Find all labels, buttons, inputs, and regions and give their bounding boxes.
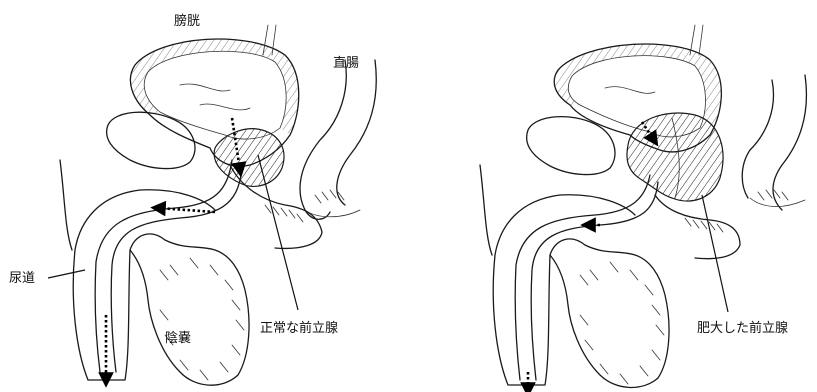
scrotum-label: 陰嚢 bbox=[165, 327, 191, 346]
scrotum bbox=[550, 239, 669, 388]
normal-prostate bbox=[214, 129, 284, 187]
enlarged-prostate-label: 肥大した前立腺 bbox=[697, 317, 788, 336]
enlarged-prostate-diagram: 肥大した前立腺 bbox=[410, 0, 817, 392]
enlarged-prostate bbox=[627, 113, 723, 201]
perineum bbox=[655, 195, 740, 259]
rectum bbox=[742, 80, 773, 198]
bladder-label: 膀胱 bbox=[174, 10, 200, 29]
urethra-label: 尿道 bbox=[9, 267, 35, 286]
urethra bbox=[95, 160, 232, 372]
rectum bbox=[300, 60, 346, 219]
rectum-label: 直腸 bbox=[333, 52, 359, 71]
bladder-lumen bbox=[144, 51, 286, 139]
scrotum bbox=[130, 234, 249, 385]
normal-prostate-diagram: 膀胱 直腸 尿道 陰嚢 正常な前立腺 bbox=[0, 0, 410, 392]
penis bbox=[73, 190, 215, 380]
urethra bbox=[515, 175, 650, 380]
pubic-bone bbox=[107, 112, 195, 168]
normal-prostate-label: 正常な前立腺 bbox=[260, 317, 338, 336]
